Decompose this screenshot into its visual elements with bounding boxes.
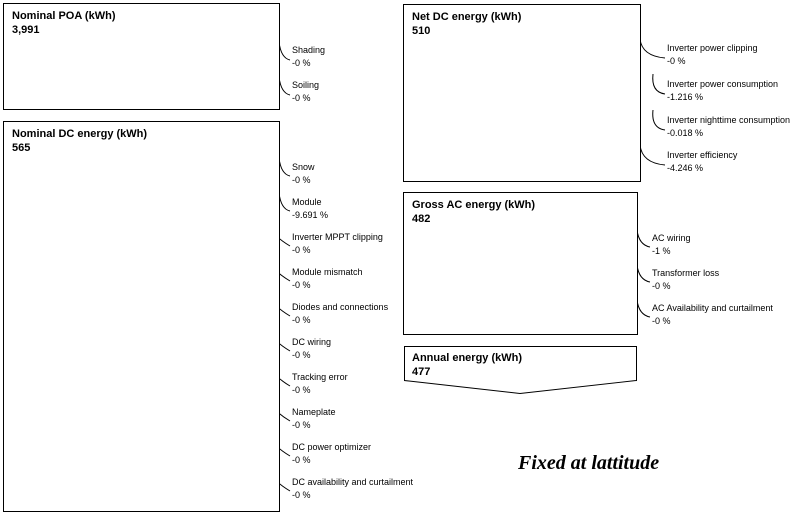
- loss-nameplate: Nameplate -0 %: [292, 406, 336, 432]
- nominal-poa-box: Nominal POA (kWh) 3,991: [3, 3, 280, 110]
- loss-value: -0 %: [292, 245, 311, 255]
- loss-value: -0 %: [292, 350, 311, 360]
- loss-module: Module -9.691 %: [292, 196, 328, 222]
- loss-snow: Snow -0 %: [292, 161, 315, 187]
- loss-value: -0 %: [292, 455, 311, 465]
- connector-inv-consumption: [652, 73, 666, 95]
- loss-label: DC wiring: [292, 337, 332, 347]
- connector-inv-clipping: [639, 38, 666, 59]
- loss-dc-wiring: DC wiring -0 %: [292, 336, 331, 362]
- gross-ac-box: Gross AC energy (kWh) 482: [403, 192, 638, 335]
- loss-shading: Shading -0 %: [292, 44, 325, 70]
- loss-dc-availability: DC availability and curtailment -0 %: [292, 476, 414, 506]
- loss-label: Tracking error: [292, 372, 348, 382]
- loss-transformer: Transformer loss -0 %: [652, 267, 719, 293]
- loss-value: -0 %: [292, 385, 311, 395]
- loss-value: -0 %: [652, 281, 671, 291]
- loss-label: Transformer loss: [652, 268, 720, 278]
- connector-ac-wiring: [636, 229, 651, 248]
- loss-value: -0 %: [292, 58, 311, 68]
- connector-soiling: [278, 76, 291, 96]
- loss-value: -0 %: [292, 175, 311, 185]
- loss-value: -0 %: [652, 316, 671, 326]
- loss-module-mismatch: Module mismatch -0 %: [292, 266, 363, 292]
- loss-inverter-mppt-clipping: Inverter MPPT clipping -0 %: [292, 231, 383, 257]
- nominal-poa-title: Nominal POA (kWh): [12, 10, 116, 22]
- loss-value: -1 %: [652, 246, 671, 256]
- loss-value: -0 %: [292, 93, 311, 103]
- loss-label: Snow: [292, 162, 315, 172]
- annual-energy-shape: [404, 346, 637, 395]
- gross-ac-value: 482: [412, 213, 431, 225]
- connector-module: [278, 192, 291, 212]
- loss-label: Inverter power clipping: [667, 43, 758, 53]
- loss-label: AC wiring: [652, 233, 691, 243]
- loss-label: Module: [292, 197, 322, 207]
- connector-inv-nighttime: [652, 109, 666, 131]
- loss-value: -0 %: [292, 315, 311, 325]
- loss-label: Inverter power consumption: [667, 79, 779, 89]
- loss-soiling: Soiling -0 %: [292, 79, 319, 105]
- gross-ac-title: Gross AC energy (kWh): [412, 199, 536, 211]
- nominal-dc-box: Nominal DC energy (kWh) 565: [3, 121, 280, 512]
- loss-value: -0 %: [292, 280, 311, 290]
- connector-snow: [278, 157, 291, 177]
- loss-label: Inverter efficiency: [667, 150, 738, 160]
- loss-inverter-power-consumption: Inverter power consumption -1.216 %: [667, 78, 778, 104]
- nominal-dc-value: 565: [12, 142, 31, 154]
- loss-inverter-efficiency: Inverter efficiency -4.246 %: [667, 149, 737, 175]
- loss-value: -4.246 %: [667, 163, 704, 173]
- loss-inverter-nighttime-consumption: Inverter nighttime consumption -0.018 %: [667, 114, 790, 140]
- loss-dc-power-optimizer: DC power optimizer -0 %: [292, 441, 371, 467]
- net-dc-box: Net DC energy (kWh) 510: [403, 4, 641, 182]
- connector-inv-efficiency: [639, 144, 666, 166]
- connector-shading: [278, 41, 291, 61]
- net-dc-title: Net DC energy (kWh): [412, 11, 522, 23]
- nominal-dc-title: Nominal DC energy (kWh): [12, 128, 148, 140]
- connector-transformer: [636, 264, 651, 283]
- loss-label: Soiling: [292, 80, 320, 90]
- loss-value: -0 %: [292, 420, 311, 430]
- loss-label: AC Availability and curtailment: [652, 303, 773, 313]
- loss-ac-availability: AC Availability and curtailment -0 %: [652, 302, 773, 328]
- loss-value: -0.018 %: [667, 128, 704, 138]
- loss-label: DC power optimizer: [292, 442, 372, 452]
- loss-label: Inverter MPPT clipping: [292, 232, 383, 242]
- loss-value: -9.691 %: [292, 210, 329, 220]
- loss-value: -0 %: [667, 56, 686, 66]
- loss-label: Shading: [292, 45, 326, 55]
- annual-energy-value: 477: [412, 366, 431, 378]
- nominal-poa-value: 3,991: [12, 24, 40, 36]
- loss-value: -0 %: [292, 490, 311, 500]
- loss-inverter-power-clipping: Inverter power clipping -0 %: [667, 42, 758, 68]
- net-dc-value: 510: [412, 25, 431, 37]
- annual-energy-box: Annual energy (kWh) 477: [404, 346, 636, 380]
- loss-ac-wiring: AC wiring -1 %: [652, 232, 691, 258]
- loss-tracking-error: Tracking error -0 %: [292, 371, 348, 397]
- loss-label: Module mismatch: [292, 267, 363, 277]
- scenario-caption: Fixed at lattitude: [518, 452, 660, 474]
- loss-label: Inverter nighttime consumption: [667, 115, 791, 125]
- loss-label: Diodes and connections: [292, 302, 389, 312]
- connector-ac-availability: [636, 299, 651, 318]
- loss-diodes-connections: Diodes and connections -0 %: [292, 301, 388, 327]
- annual-energy-title: Annual energy (kWh): [412, 352, 523, 364]
- loss-label: Nameplate: [292, 407, 336, 417]
- loss-label: DC availability and curtailment: [292, 477, 414, 487]
- loss-value: -1.216 %: [667, 92, 704, 102]
